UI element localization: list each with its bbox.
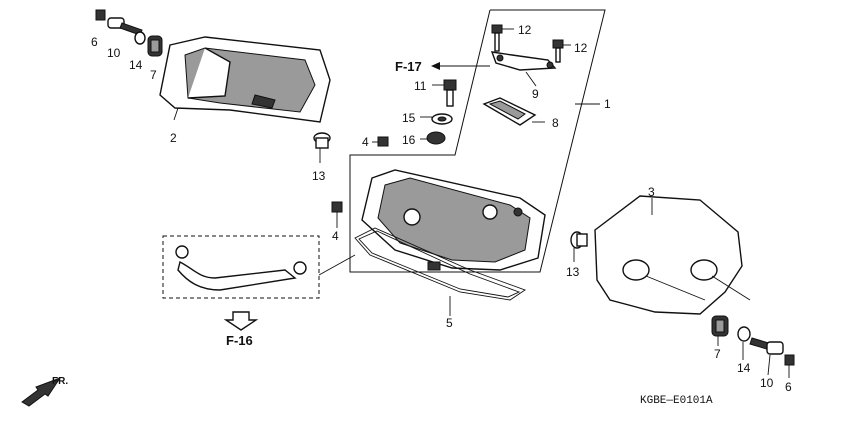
ref-label-f16: F-16: [226, 333, 253, 348]
callout-6-upper: 6: [91, 35, 98, 49]
collar-part-13-right[interactable]: [570, 231, 588, 262]
callout-3: 3: [648, 185, 655, 199]
callout-11: 11: [414, 79, 427, 93]
callout-7-lower: 7: [714, 347, 721, 361]
bolt-part-10-upper[interactable]: [95, 9, 143, 36]
callout-6-lower: 6: [785, 380, 792, 394]
right-cover-part-3[interactable]: [594, 195, 751, 315]
callout-10-upper: 10: [107, 46, 121, 60]
callout-14-upper: 14: [129, 58, 143, 72]
callout-9: 9: [532, 87, 539, 101]
callout-15: 15: [402, 111, 416, 125]
grommet-part-7-upper[interactable]: [147, 35, 163, 57]
breather-tube[interactable]: [175, 245, 307, 291]
callout-2: 2: [170, 131, 177, 145]
callout-4-lower: 4: [332, 229, 339, 243]
callout-13-left: 13: [312, 169, 326, 183]
ref-arrow-f16: [223, 311, 259, 331]
assembly-1-frame: [349, 9, 606, 273]
ref-label-f17: F-17: [395, 59, 422, 74]
callout-10-lower: 10: [760, 376, 774, 390]
grommet-part-7-lower[interactable]: [711, 315, 729, 346]
seal-part-8[interactable]: [482, 97, 545, 126]
washer-part-14-lower[interactable]: [737, 326, 751, 360]
callout-12-b: 12: [574, 41, 588, 55]
bolt-part-10-lower[interactable]: [749, 337, 784, 376]
callout-5: 5: [446, 316, 453, 330]
nut-part-4-lower[interactable]: [331, 201, 343, 228]
nut-part-6-lower[interactable]: [784, 354, 795, 378]
bolt-part-12-a[interactable]: [491, 24, 514, 52]
front-direction-label: FR.: [52, 376, 68, 387]
callout-1: 1: [604, 97, 611, 111]
breather-plate-part-9[interactable]: [490, 51, 557, 87]
diagram-code: KGBE—E0101A: [640, 395, 713, 407]
bolt-part-12-b[interactable]: [552, 39, 571, 63]
gasket-part-5[interactable]: [354, 227, 526, 316]
callout-7-upper: 7: [150, 68, 157, 82]
callout-12-a: 12: [518, 23, 532, 37]
bolt-part-11[interactable]: [432, 79, 457, 107]
callout-14-lower: 14: [737, 361, 751, 375]
callout-16: 16: [402, 133, 416, 147]
grommet-part-16[interactable]: [420, 131, 446, 145]
front-direction-arrow: [21, 376, 62, 407]
callout-4-upper: 4: [362, 135, 369, 149]
breather-tube-frame: [162, 235, 356, 299]
collar-part-13-left[interactable]: [313, 132, 331, 163]
washer-part-15[interactable]: [420, 113, 453, 125]
nut-part-4-upper[interactable]: [372, 136, 389, 147]
callout-8: 8: [552, 116, 559, 130]
washer-part-14-upper[interactable]: [134, 31, 146, 45]
ref-arrow-f17: [431, 62, 490, 70]
left-cover-part-2[interactable]: [159, 36, 331, 123]
cylinder-head-cover[interactable]: [361, 169, 546, 271]
callout-13-right: 13: [566, 265, 580, 279]
